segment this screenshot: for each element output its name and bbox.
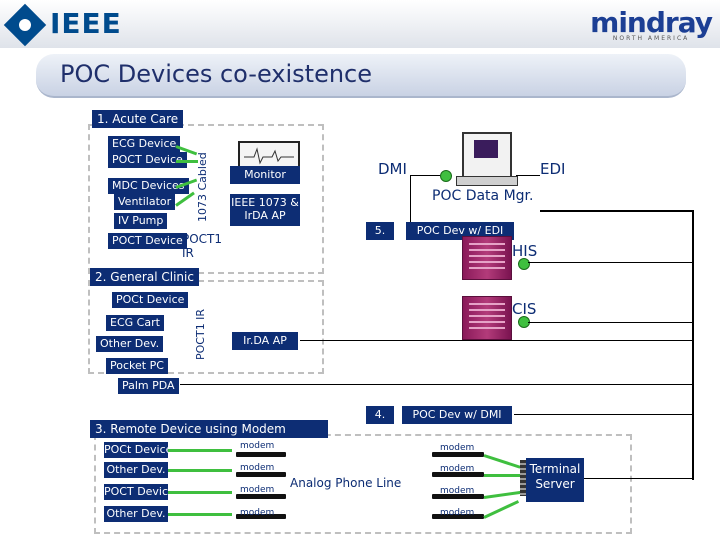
edi-link: [516, 175, 540, 176]
ieee-diamond-icon: [3, 3, 47, 47]
terminal-link: [584, 478, 692, 479]
mindray-logo: mindray NORTH AMERICA: [590, 6, 713, 42]
clinic-poct-ir-label: POCT1 IR: [194, 308, 207, 360]
remote-device-other2: Other Dev.: [104, 506, 168, 522]
clinic-device-poct: POCt Device: [112, 292, 189, 308]
acute-care-label: 1. Acute Care: [92, 110, 184, 128]
term-link-2: [484, 474, 522, 477]
modem-right-2-label: modem: [440, 464, 475, 474]
his-label: HIS: [512, 242, 538, 260]
acute-device-poct: POCT Device: [108, 152, 187, 168]
acute-care-box: [88, 124, 324, 274]
modem-left-2-label: modem: [240, 463, 275, 473]
modem-left-4: [236, 514, 286, 519]
header-bar: [0, 0, 720, 48]
dmi-port-icon: [440, 170, 452, 182]
remote-label: 3. Remote Device using Modem: [90, 420, 328, 438]
computer-icon: [462, 132, 512, 178]
clinic-ap-label: Ir.DA AP: [232, 332, 298, 350]
acute-device-ventilator: Ventilator: [114, 194, 176, 210]
ieee-logo: IEEE: [3, 3, 122, 47]
his-server-icon: [462, 236, 512, 280]
cis-label: CIS: [512, 300, 537, 318]
acute-poct-ir-label: POCT1 IR: [182, 232, 223, 260]
edi-label: EDI: [540, 160, 566, 178]
modem-left-2: [236, 472, 286, 477]
remote-link-4: [168, 513, 232, 516]
data-manager-label: POC Data Mgr.: [432, 188, 534, 204]
dmi-trunk: [410, 175, 411, 230]
phone-line-label: Analog Phone Line: [290, 476, 402, 490]
terminal-server-ports-icon: [520, 460, 526, 496]
dmi-link: [410, 175, 440, 176]
his-port-icon: [518, 258, 530, 270]
computer-base: [456, 176, 518, 186]
terminal-server: Terminal Server: [526, 458, 584, 502]
acute-device-ivpump: IV Pump: [114, 213, 168, 229]
modem-right-1: [432, 452, 484, 457]
clinic-box: [88, 280, 324, 374]
step-4-label: 4.: [366, 406, 394, 424]
title-band: [36, 54, 686, 98]
remote-device-poct2: POCT Device: [104, 484, 175, 500]
remote-box: [94, 434, 632, 534]
poc-dev-edi-label: POC Dev w/ EDI: [406, 222, 514, 240]
clinic-device-pocket-pc: Pocket PC: [106, 358, 168, 374]
cis-server-icon: [462, 296, 512, 340]
mindray-wordmark: mindray: [590, 6, 713, 39]
remote-device-poct: POCt Device: [104, 442, 173, 458]
cable-link-2: [176, 160, 198, 163]
ieee-wordmark: IEEE: [50, 6, 122, 40]
remote-device-other: Other Dev.: [104, 462, 168, 478]
modem-left-3-label: modem: [240, 485, 275, 495]
modem-right-4-label: modem: [440, 508, 475, 518]
acute-ap-label: IEEE 1073 & IrDA AP: [230, 194, 300, 226]
dmi-dev-link: [514, 414, 692, 415]
palm-link: [180, 384, 692, 385]
modem-left-1: [236, 452, 286, 457]
modem-left-1-label: modem: [240, 441, 275, 451]
modem-right-3-label: modem: [440, 486, 475, 496]
cis-link: [528, 322, 692, 323]
modem-right-4: [432, 514, 484, 519]
modem-right-2: [432, 472, 484, 477]
mindray-subtitle: NORTH AMERICA: [612, 35, 690, 42]
remote-link-3: [168, 491, 232, 494]
poc-dev-dmi-label: POC Dev w/ DMI: [402, 406, 512, 424]
monitor-screen: [238, 141, 300, 169]
step-5-label: 5.: [366, 222, 394, 240]
ecg-waveform-icon: [244, 147, 294, 165]
slide-title: POC Devices co-existence: [60, 60, 373, 88]
modem-left-4-label: modem: [240, 508, 275, 518]
his-link: [528, 262, 692, 263]
clinic-device-other: Other Dev.: [96, 336, 164, 352]
modem-left-3: [236, 494, 286, 499]
dmi-label: DMI: [378, 160, 407, 178]
clinic-device-palm: Palm PDA: [118, 378, 179, 394]
modem-right-1-label: modem: [440, 443, 475, 453]
network-bus-vertical: [692, 210, 694, 480]
remote-link-2: [168, 469, 232, 472]
acute-device-ecg: ECG Device: [108, 136, 181, 152]
remote-link-1: [168, 449, 232, 452]
clinic-label: 2. General Clinic: [90, 268, 199, 286]
network-bus-top: [540, 210, 694, 212]
modem-right-3: [432, 494, 484, 499]
clinic-device-ecg-cart: ECG Cart: [106, 315, 164, 331]
ap-link: [300, 340, 692, 341]
monitor-label: Monitor: [230, 166, 300, 184]
acute-device-mdc: MDC Devices: [108, 178, 189, 194]
acute-device-poct2: POCT Device: [108, 233, 187, 249]
